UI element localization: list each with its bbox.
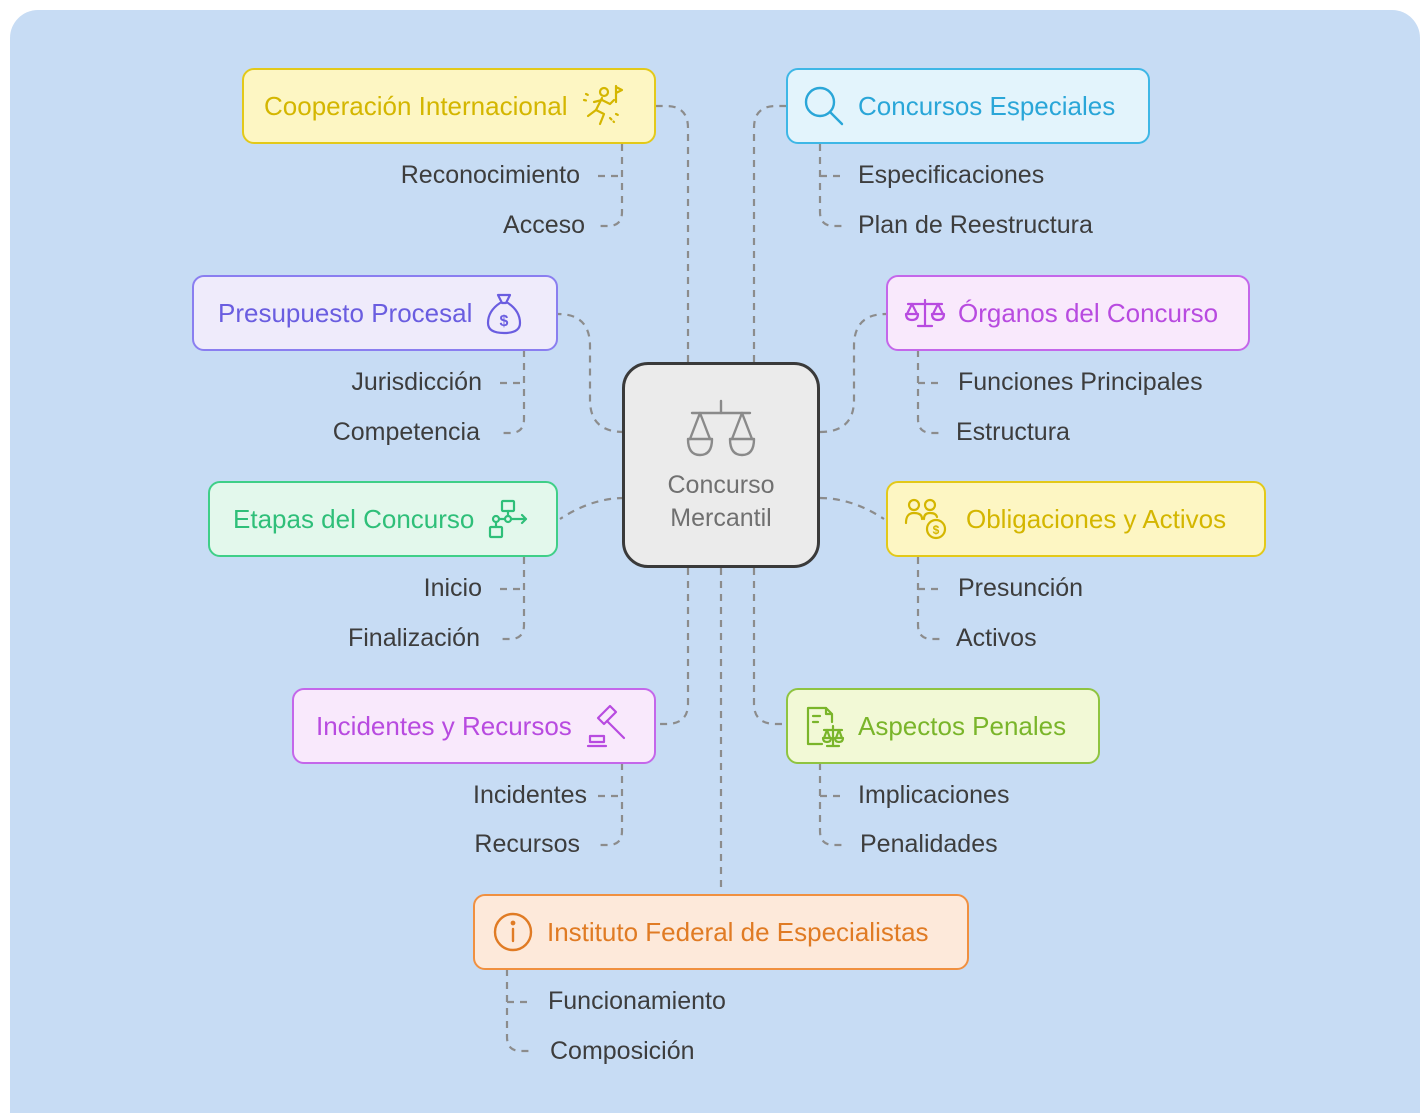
- topic-label: Presupuesto Procesal: [218, 297, 473, 328]
- money-bag-icon: $: [484, 291, 524, 335]
- info-icon: [491, 910, 535, 954]
- topic-label: Concursos Especiales: [858, 90, 1116, 121]
- svg-text:$: $: [933, 523, 940, 537]
- central-topic[interactable]: Concurso Mercantil: [622, 362, 820, 568]
- central-title-line1: Concurso: [667, 471, 775, 499]
- subtopic-recursos: Recursos: [474, 830, 580, 858]
- topic-label: Cooperación Internacional: [264, 90, 568, 121]
- svg-text:$: $: [500, 313, 509, 330]
- central-title-line2: Mercantil: [670, 504, 772, 532]
- topic-aspectos-penales[interactable]: Aspectos Penales: [786, 688, 1100, 764]
- subtopic-finalizacion: Finalización: [347, 624, 480, 652]
- subtopic-inicio: Inicio: [423, 574, 482, 602]
- subtopic-acceso: Acceso: [503, 211, 585, 239]
- gavel-icon: [584, 704, 628, 748]
- topic-obligaciones-y-activos[interactable]: $ Obligaciones y Activos: [886, 481, 1266, 557]
- link-especiales: [752, 104, 786, 362]
- topic-label: Obligaciones y Activos: [966, 503, 1227, 534]
- topic-presupuesto-procesal[interactable]: Presupuesto Procesal $: [192, 275, 558, 351]
- subtopic-funciones-principales: Funciones Principales: [958, 368, 1203, 396]
- topic-label: Instituto Federal de Especialistas: [547, 916, 929, 947]
- subtopic-competencia: Competencia: [332, 418, 480, 446]
- people-money-icon: $: [904, 497, 948, 541]
- subtopic-activos: Activos: [956, 624, 1037, 652]
- running-person-flag-icon: [580, 84, 624, 128]
- topic-label: Incidentes y Recursos: [316, 710, 572, 741]
- scales-icon: [625, 399, 817, 461]
- link-cooperacion: [656, 104, 690, 362]
- subtopic-jurisdiccion: Jurisdicción: [351, 368, 482, 396]
- subtopic-composicion: Composición: [550, 1037, 695, 1065]
- scales-icon: [904, 298, 946, 328]
- link-incidentes: [656, 568, 690, 726]
- topic-label: Aspectos Penales: [858, 710, 1067, 741]
- central-topic-title: Concurso Mercantil: [625, 469, 817, 535]
- topic-label: Órganos del Concurso: [958, 297, 1219, 328]
- subtopic-funcionamiento: Funcionamiento: [548, 987, 726, 1015]
- subtopic-especificaciones: Especificaciones: [858, 161, 1045, 189]
- topic-incidentes-y-recursos[interactable]: Incidentes y Recursos: [292, 688, 656, 764]
- link-penales: [752, 568, 786, 726]
- subtopic-presuncion: Presunción: [958, 574, 1084, 602]
- subtopic-plan-de-reestructura: Plan de Reestructura: [858, 211, 1093, 239]
- topic-cooperacion-internacional[interactable]: Cooperación Internacional: [242, 68, 656, 144]
- topic-etapas-del-concurso[interactable]: Etapas del Concurso: [208, 481, 558, 557]
- topic-concursos-especiales[interactable]: Concursos Especiales: [786, 68, 1150, 144]
- flowchart-icon: [486, 497, 530, 541]
- subtopic-implicaciones: Implicaciones: [858, 781, 1010, 809]
- magnifier-icon: [802, 84, 846, 128]
- subtopic-estructura: Estructura: [956, 418, 1070, 446]
- link-organos: [819, 312, 887, 434]
- legal-document-icon: [802, 704, 846, 748]
- subtopic-reconocimiento: Reconocimiento: [400, 161, 580, 189]
- link-etapas: [559, 496, 625, 520]
- subtopic-incidentes: Incidentes: [473, 781, 587, 809]
- link-obligaciones: [819, 496, 885, 520]
- topic-instituto-federal-de-especialistas[interactable]: Instituto Federal de Especialistas: [473, 894, 969, 970]
- subtopic-penalidades: Penalidades: [860, 830, 998, 858]
- topic-label: Etapas del Concurso: [233, 503, 475, 534]
- link-presupuesto: [557, 312, 625, 434]
- topic-organos-del-concurso[interactable]: Órganos del Concurso: [886, 275, 1250, 351]
